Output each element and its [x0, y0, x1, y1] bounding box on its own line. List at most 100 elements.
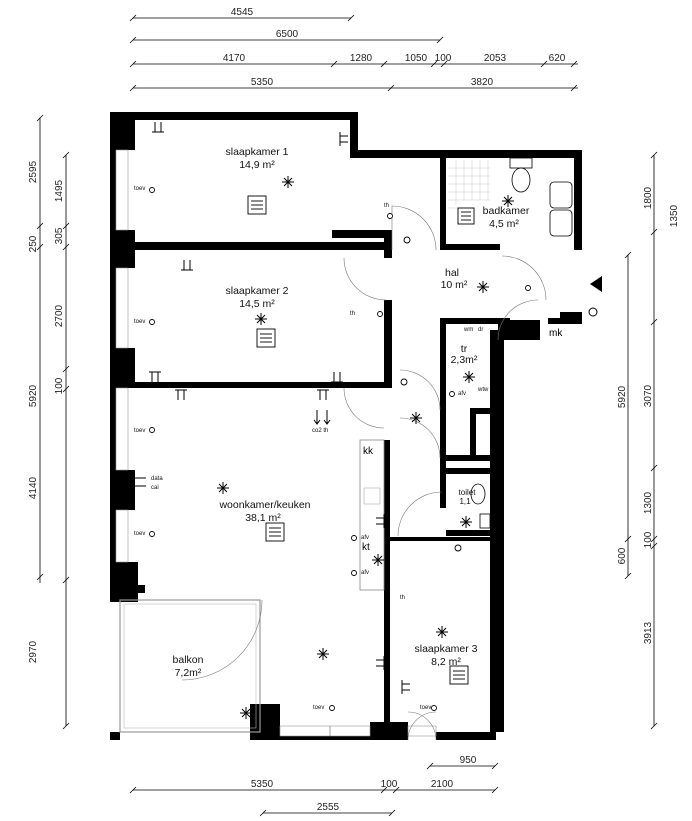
dim-top-4545: 4545 [231, 7, 254, 18]
room-toilet-name: toilet [459, 488, 477, 497]
radiator-icon [247, 195, 267, 215]
dim-left-305: 305 [54, 227, 65, 244]
balcony [119, 599, 263, 733]
switch-icon [377, 311, 383, 317]
dim-top-1280: 1280 [350, 53, 373, 64]
ceiling-light-icon [502, 195, 514, 207]
dim-left-2700: 2700 [54, 304, 65, 327]
dim-left-5920: 5920 [28, 384, 39, 407]
label-wm: wm [463, 327, 473, 333]
label-data: data [151, 476, 163, 482]
room-slaapkamer-3-name: slaapkamer 3 [414, 643, 477, 655]
wall-socket-icon [376, 514, 385, 528]
dim-top-1050: 1050 [405, 53, 428, 64]
wall-socket-icon [317, 389, 329, 400]
dim-right-3070: 3070 [643, 384, 654, 407]
dim-right-3913: 3913 [643, 621, 654, 644]
bathroom-tiles [448, 160, 490, 209]
dim-bottom-100: 100 [381, 779, 398, 790]
switch-icon [351, 570, 357, 576]
label-th-2: th [350, 311, 355, 317]
bathroom-fixtures [470, 157, 573, 529]
dim-top-6500: 6500 [276, 29, 299, 40]
switch-icon [400, 378, 408, 386]
dim-right-1350: 1350 [669, 204, 680, 227]
wall-sockets [134, 122, 410, 694]
ceiling-light-icon [217, 482, 229, 494]
dim-top-2053: 2053 [484, 53, 507, 64]
room-slaapkamer-3-area: 8,2 m² [431, 656, 461, 668]
label-co2-th: co2 th [312, 428, 328, 434]
room-woonkamer-area: 38,1 m² [245, 512, 281, 524]
room-tr-name: tr [461, 343, 468, 355]
ceiling-light-icon [255, 313, 267, 325]
switch-icon [454, 544, 462, 552]
switch-icon [149, 427, 155, 433]
switch-icon [403, 236, 411, 244]
radiator-icon [449, 665, 469, 685]
radiator-icon [457, 207, 475, 225]
label-toev-6: toev [420, 705, 431, 711]
dim-left-1495: 1495 [54, 179, 65, 202]
wall-socket-icon [339, 132, 348, 146]
wall-socket-icon [331, 372, 343, 383]
dim-top-3820: 3820 [471, 77, 494, 88]
label-dr: dr [478, 327, 483, 333]
switch-icon [149, 187, 155, 193]
bottom-dimensions [129, 762, 499, 817]
label-afv-kitchen-1: afv [361, 535, 369, 541]
dim-right-600: 600 [617, 547, 628, 564]
room-hal-area: 10 m² [441, 279, 468, 291]
room-badkamer-name: badkamer [483, 205, 530, 217]
dim-right-5920: 5920 [617, 385, 628, 408]
label-afv-kitchen-2: afv [361, 570, 369, 576]
label-mk: mk [549, 328, 563, 339]
wall-socket-icon [401, 680, 410, 694]
switch-icon [525, 285, 531, 291]
entrance-arrow-icon [588, 276, 602, 317]
dim-left-100: 100 [54, 377, 65, 394]
switches [149, 187, 531, 711]
ceiling-light-icon [317, 648, 329, 660]
ceiling-light-icon [372, 554, 384, 566]
label-kk: kk [363, 446, 374, 457]
top-dimensions [129, 14, 578, 92]
room-slaapkamer-2-name: slaapkamer 2 [225, 285, 288, 297]
switch-icon [149, 319, 155, 325]
label-toev-3: toev [134, 428, 145, 434]
wall-socket-icon [152, 122, 164, 133]
left-dimension-labels: 2595 250 5920 4140 2970 1495 305 2700 10… [28, 160, 65, 663]
radiators [247, 195, 475, 685]
ceiling-light-icon [240, 707, 252, 719]
dim-right-1300: 1300 [643, 491, 654, 514]
dim-left-2595: 2595 [28, 160, 39, 183]
switch-icon [387, 213, 393, 219]
switch-icon [149, 531, 155, 537]
ceiling-light-icon [410, 412, 422, 424]
switch-icon [329, 705, 335, 711]
technical-labels: mk kk kt wm dr wtw afv afv afv co2 th th… [134, 186, 563, 711]
dim-bottom-950: 950 [460, 755, 477, 766]
dim-top-100: 100 [435, 53, 452, 64]
label-toev-4: toev [134, 531, 145, 537]
right-dimensions [624, 151, 658, 730]
room-badkamer-area: 4,5 m² [489, 218, 519, 230]
doors [343, 205, 547, 741]
label-toev-2: toev [134, 319, 145, 325]
room-slaapkamer-2-area: 14,5 m² [239, 298, 275, 310]
ceiling-light-icon [460, 516, 472, 528]
label-afv-tr: afv [458, 391, 466, 397]
wall-socket-icon [134, 477, 146, 487]
label-cai: cai [151, 485, 159, 491]
left-dimensions [36, 114, 70, 730]
radiator-icon [265, 522, 285, 542]
wall-socket-icon [376, 656, 385, 670]
label-kt: kt [362, 542, 370, 553]
co2-sensor-arrows [313, 410, 331, 425]
label-th-1: th [384, 203, 389, 209]
dim-right-100: 100 [643, 531, 654, 548]
dim-left-2970: 2970 [28, 640, 39, 663]
room-balkon-name: balkon [173, 654, 204, 666]
dim-top-4170: 4170 [223, 53, 246, 64]
